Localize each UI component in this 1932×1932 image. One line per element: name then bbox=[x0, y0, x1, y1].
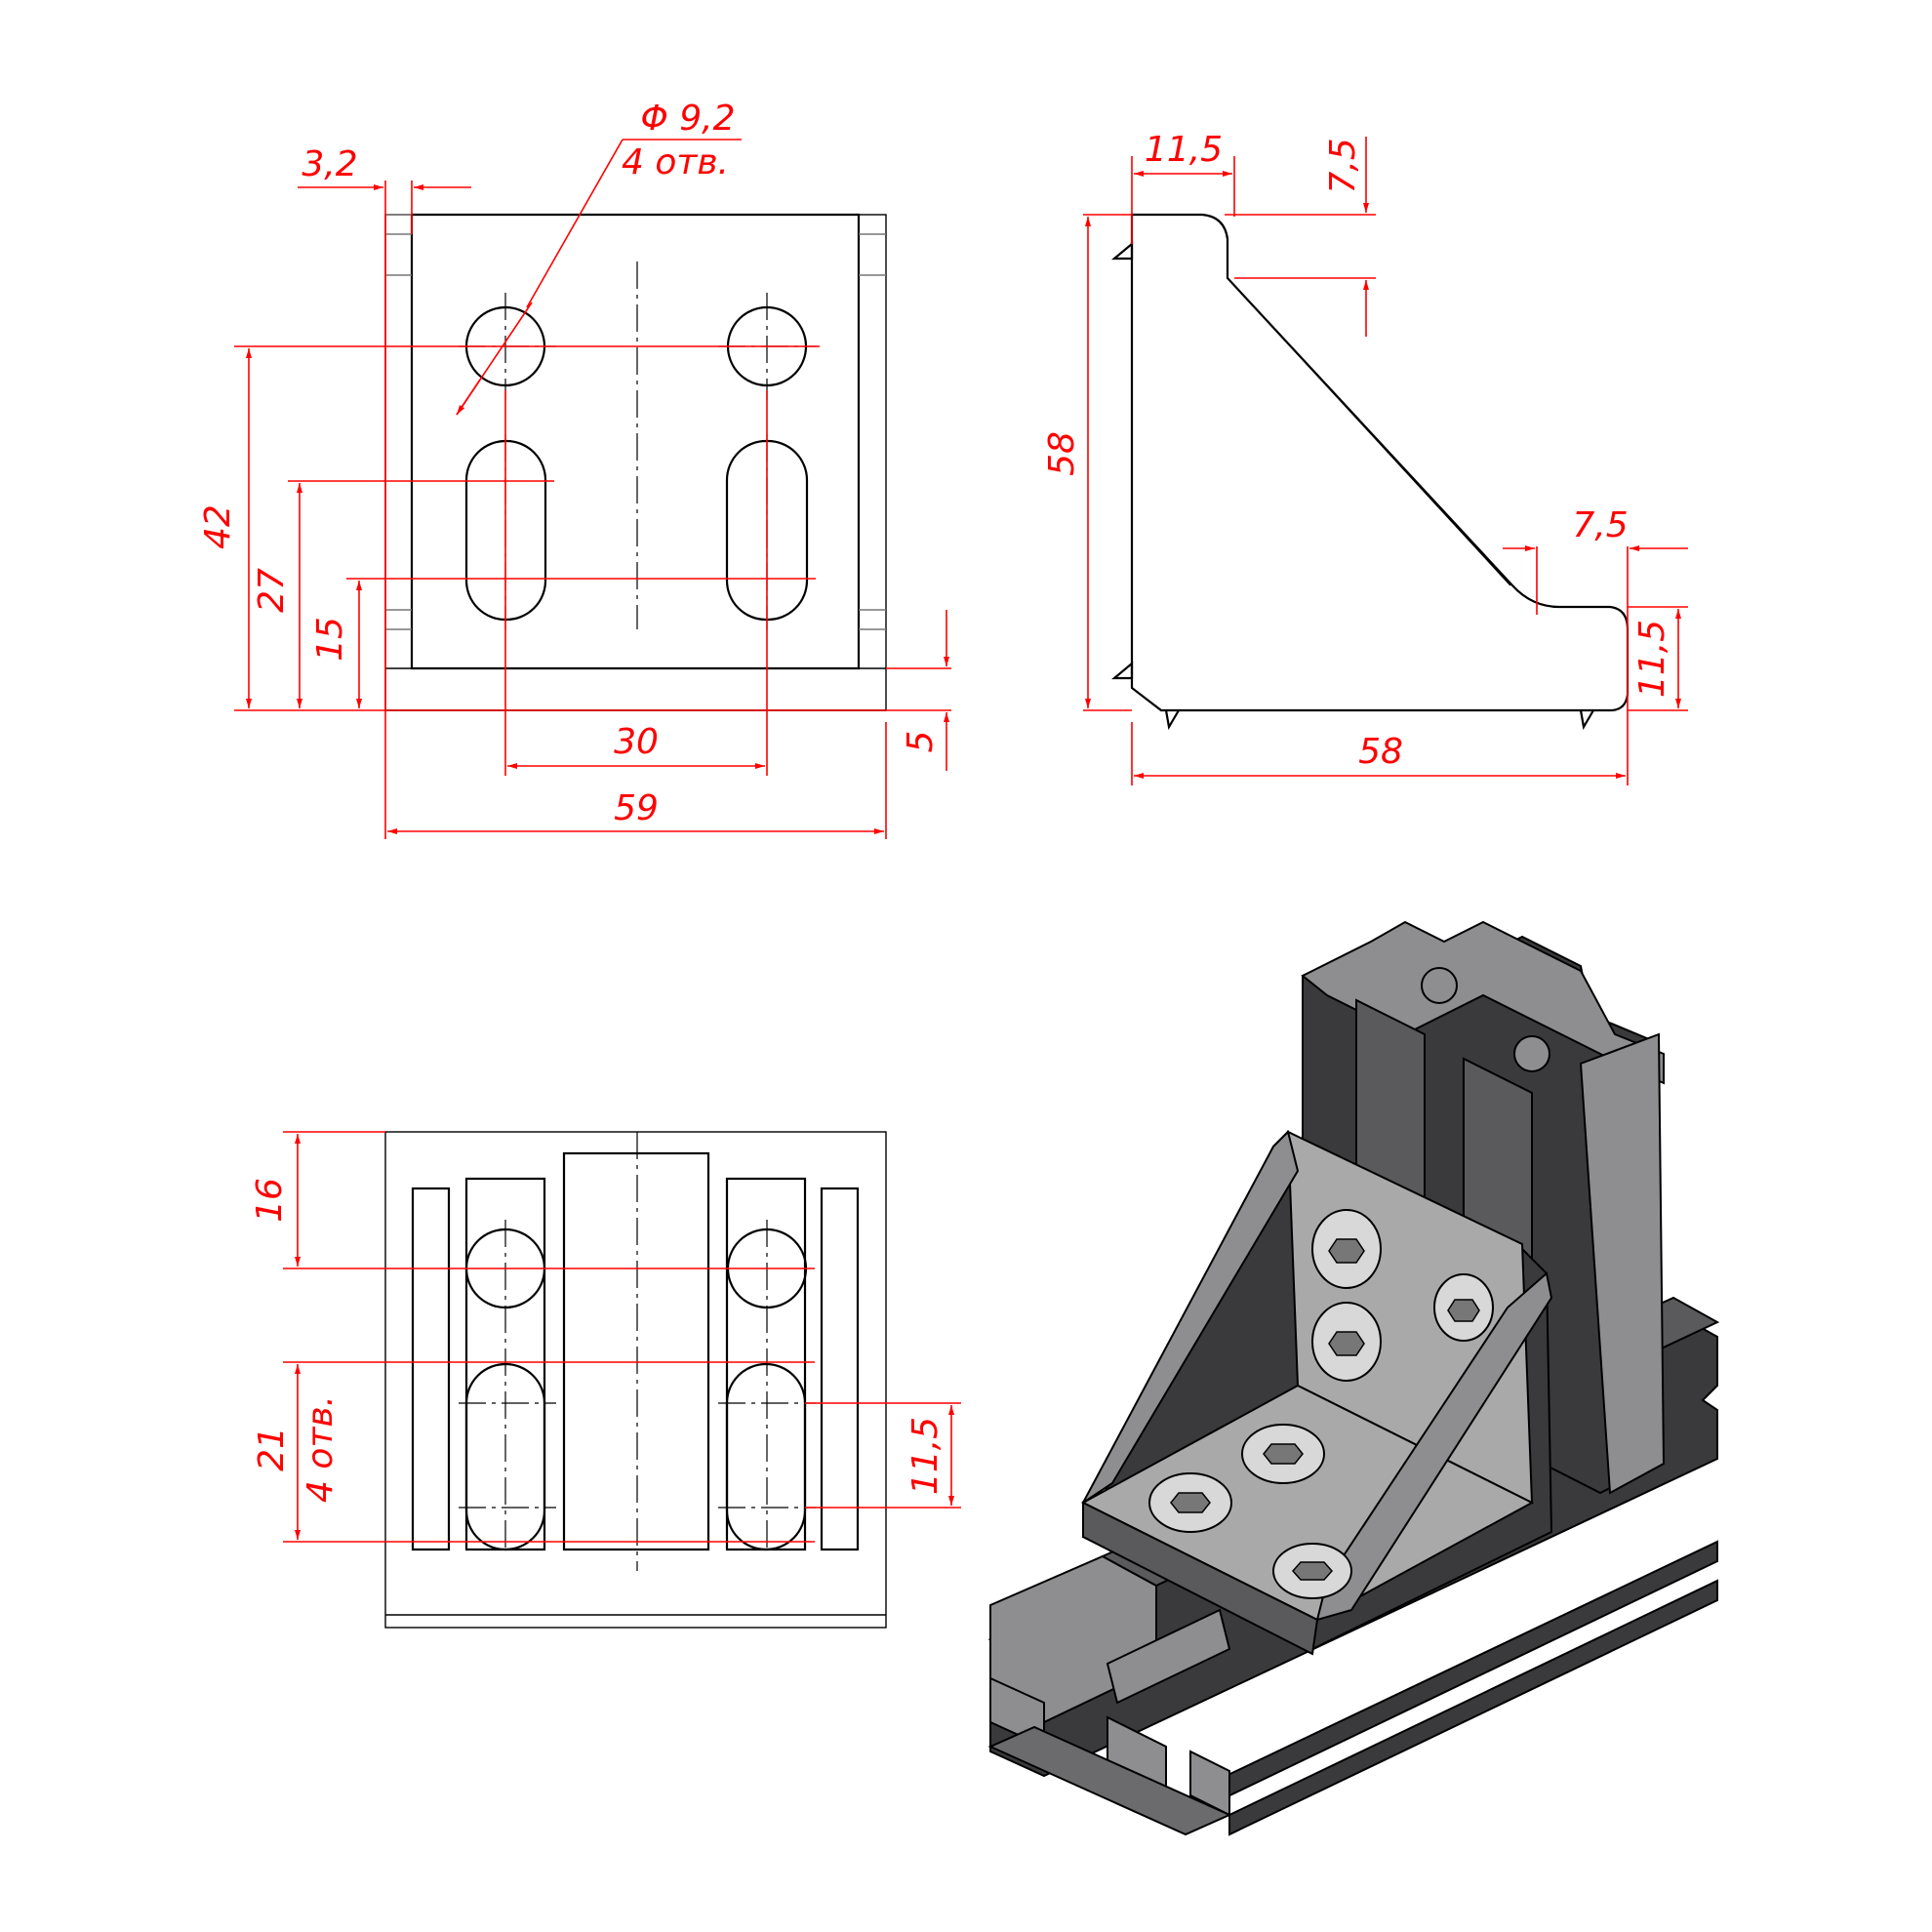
dim-27: 27 bbox=[252, 568, 292, 613]
dim-3-2: 3,2 bbox=[302, 144, 357, 184]
bottom-view-dimensions: 16 21 4 отв. 11,5 bbox=[250, 1131, 961, 1543]
dim-bottom-11-5: 11,5 bbox=[906, 1417, 946, 1495]
dim-30: 30 bbox=[614, 722, 659, 762]
front-plate bbox=[410, 213, 861, 670]
bottom-slot-right bbox=[725, 1362, 807, 1551]
dim-top-7-5: 7,5 bbox=[1323, 138, 1363, 193]
dim-top-11-5: 11,5 bbox=[1145, 130, 1223, 170]
bottom-center-block bbox=[562, 1151, 710, 1551]
dim-hole-count: 4 отв. bbox=[622, 142, 729, 182]
dim-15: 15 bbox=[310, 617, 350, 662]
front-ribs bbox=[385, 214, 886, 630]
bottom-outline bbox=[384, 1131, 887, 1629]
dim-21: 21 bbox=[252, 1427, 292, 1471]
front-base bbox=[385, 667, 886, 711]
dim-16: 16 bbox=[250, 1178, 290, 1223]
dim-hole-diameter: Φ 9,2 bbox=[640, 99, 735, 139]
bottom-rib-left bbox=[411, 1187, 451, 1551]
dim-5: 5 bbox=[901, 731, 941, 753]
dim-right-7-5: 7,5 bbox=[1572, 505, 1628, 545]
bottom-view bbox=[384, 1131, 887, 1629]
side-outline bbox=[1130, 213, 1630, 712]
side-view-dimensions: 11,5 7,5 58 58 7,5 11,5 bbox=[1042, 130, 1688, 785]
dim-42: 42 bbox=[198, 504, 238, 549]
front-view-dimensions: 42 27 15 3,2 Φ 9,2 4 отв. 30 59 5 bbox=[198, 99, 951, 839]
side-tabs bbox=[1110, 241, 1594, 731]
front-outline bbox=[384, 214, 887, 711]
side-rib-line bbox=[1227, 277, 1511, 586]
bottom-rib-right bbox=[820, 1187, 860, 1551]
dim-height-58: 58 bbox=[1042, 431, 1082, 476]
dim-slot-count: 4 отв. bbox=[301, 1395, 341, 1503]
dim-width-58: 58 bbox=[1358, 732, 1403, 772]
front-view bbox=[384, 213, 887, 711]
dim-59: 59 bbox=[614, 788, 659, 828]
dim-right-11-5: 11,5 bbox=[1632, 620, 1672, 698]
isometric-view bbox=[987, 920, 1720, 1836]
hex-socket-screw-icon bbox=[1148, 1209, 1494, 1599]
side-view bbox=[1110, 213, 1630, 731]
